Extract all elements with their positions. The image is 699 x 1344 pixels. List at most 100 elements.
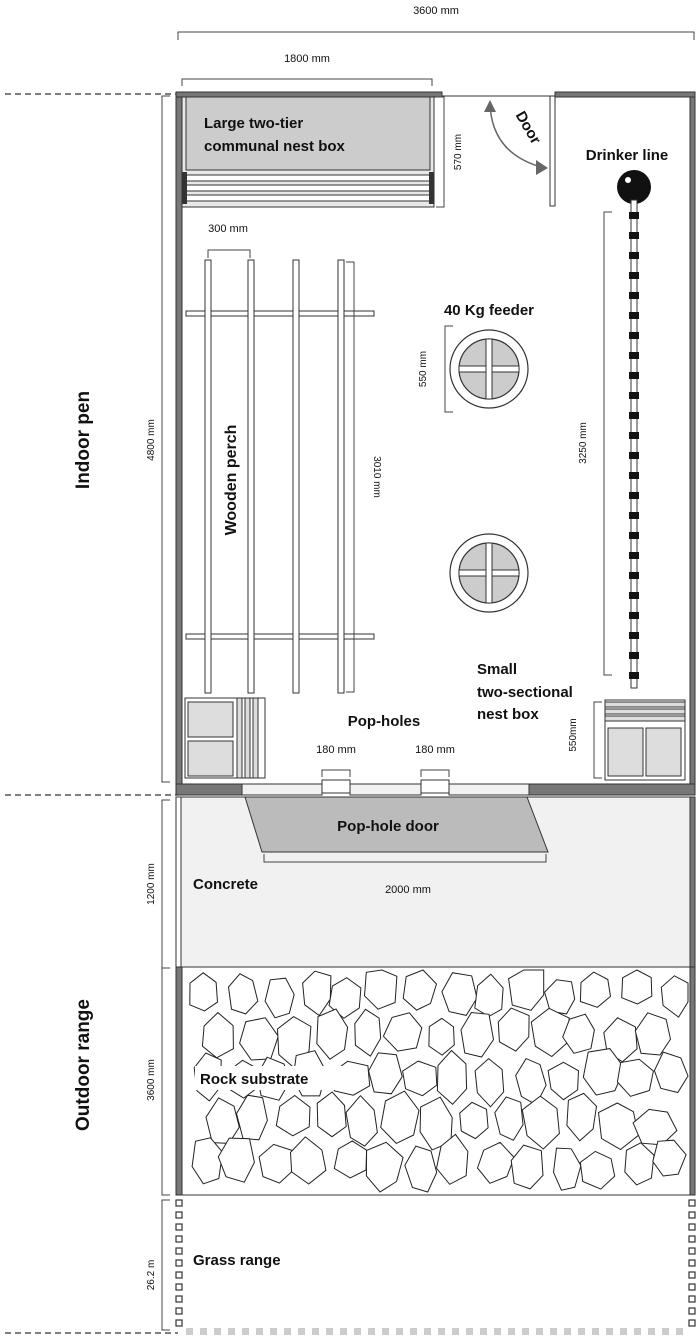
rock-50	[494, 1096, 524, 1141]
perch-crossbar-bottom	[185, 633, 375, 640]
fence-post-bottom-2	[200, 1328, 207, 1335]
rock-27	[634, 1012, 672, 1056]
pop-hole-door	[244, 796, 549, 853]
rock-62	[435, 1133, 469, 1185]
fence-post-left-4	[175, 1235, 183, 1243]
feeder-1	[449, 329, 529, 409]
fence-post-bottom-26	[536, 1328, 543, 1335]
rock-45	[316, 1091, 347, 1138]
indoor-length-bracket	[161, 95, 170, 783]
rock-8	[441, 972, 478, 1016]
fence-post-bottom-19	[438, 1328, 445, 1335]
rock-4	[302, 970, 332, 1017]
rock-35	[436, 1049, 468, 1106]
fence-post-bottom-3	[214, 1328, 221, 1335]
fence-post-right-7	[688, 1271, 696, 1279]
fence-post-bottom-35	[662, 1328, 669, 1335]
large-nest-box-end-left	[182, 172, 187, 204]
rock-43	[235, 1094, 268, 1141]
nest-box-depth-label: 570 mm	[453, 134, 464, 170]
fence-post-bottom-20	[452, 1328, 459, 1335]
fence-post-bottom-29	[578, 1328, 585, 1335]
small-nest-box-label-2: two-sectional	[477, 684, 573, 701]
grass-range-fence	[175, 1199, 696, 1335]
small-nest-box-right-tier-1	[604, 701, 686, 708]
rock-18	[316, 1008, 349, 1060]
rock-47	[380, 1090, 420, 1145]
fence-post-bottom-12	[340, 1328, 347, 1335]
indoor-top-wall-right	[554, 91, 696, 98]
drinker-nipple-2	[629, 232, 639, 239]
drinker-nipple-18	[629, 552, 639, 559]
indoor-pen-title: Indoor pen	[73, 391, 94, 489]
dividing-wall-middle-3	[448, 783, 530, 796]
small-nest-box-depth-bracket	[593, 701, 602, 779]
rock-label-backdrop	[195, 1066, 345, 1090]
rock-34	[402, 1060, 438, 1097]
drinker-label: Drinker line	[586, 147, 669, 164]
concrete-length-label: 1200 mm	[146, 863, 157, 905]
rock-25	[562, 1013, 595, 1054]
rock-61	[404, 1145, 438, 1193]
small-nest-box-right-tier-2	[604, 708, 686, 715]
rock-52	[566, 1092, 598, 1142]
feeder-diameter-bracket	[444, 325, 453, 413]
fence-post-bottom-18	[424, 1328, 431, 1335]
concrete-right-wall	[689, 796, 696, 968]
fence-post-left-7	[175, 1271, 183, 1279]
rock-68	[652, 1139, 687, 1177]
drinker-nipple-9	[629, 372, 639, 379]
indoor-top-wall-left	[175, 91, 443, 98]
large-nest-box-perch-2	[185, 184, 431, 192]
feeder-diameter-label: 550 mm	[418, 351, 429, 387]
dividing-wall-middle-1	[241, 783, 323, 796]
large-nest-box-perch-1	[185, 174, 431, 182]
rock-6	[363, 969, 398, 1010]
fence-post-right-10	[688, 1307, 696, 1315]
rock-49	[459, 1101, 489, 1140]
fence-post-bottom-9	[298, 1328, 305, 1335]
rock-23	[497, 1007, 530, 1052]
rock-length-bracket	[161, 967, 170, 1196]
rock-38	[547, 1061, 580, 1101]
fence-post-bottom-17	[410, 1328, 417, 1335]
small-nest-box-left-tier-2	[244, 697, 251, 779]
nest-box-width-label: 1800 mm	[284, 53, 330, 65]
fence-post-left-2	[175, 1211, 183, 1219]
drinker-nipple-24	[629, 672, 639, 679]
large-nest-box-label-2: communal nest box	[204, 138, 346, 155]
drinker-nipple-7	[629, 332, 639, 339]
perch-bar-4	[337, 259, 345, 694]
fence-post-left-5	[175, 1247, 183, 1255]
perch-bar-2	[247, 259, 255, 694]
rock-33	[368, 1052, 403, 1095]
fence-post-bottom-4	[228, 1328, 235, 1335]
fence-post-bottom-7	[270, 1328, 277, 1335]
door-label: Door	[512, 108, 544, 147]
small-nest-box-right-compartment-2	[645, 727, 682, 777]
rock-label: Rock substrate	[200, 1071, 308, 1088]
drinker-tank	[617, 170, 651, 204]
pop-holes-label: Pop-holes	[348, 713, 421, 730]
fence-post-bottom-28	[564, 1328, 571, 1335]
perch-length-label: 3010 mm	[371, 456, 382, 498]
drinker-length-bracket	[603, 211, 612, 676]
rock-right-wall	[689, 966, 696, 1196]
large-nest-box-top	[185, 96, 431, 171]
fence-post-left-3	[175, 1223, 183, 1231]
fence-post-right-8	[688, 1283, 696, 1291]
total-width-bracket	[177, 31, 695, 40]
drinker-nipples	[629, 212, 639, 679]
fence-post-right-3	[688, 1223, 696, 1231]
rock-53	[597, 1102, 640, 1151]
pop-hole-2	[420, 779, 450, 794]
fence-post-bottom-1	[186, 1328, 193, 1335]
fence-post-bottom-13	[354, 1328, 361, 1335]
rock-7	[402, 969, 438, 1011]
pop-hole-1-bracket	[321, 769, 351, 777]
rock-24	[530, 1007, 570, 1058]
fence-post-bottom-22	[480, 1328, 487, 1335]
fence-post-bottom-5	[242, 1328, 249, 1335]
grass-length-bracket	[161, 1199, 170, 1331]
